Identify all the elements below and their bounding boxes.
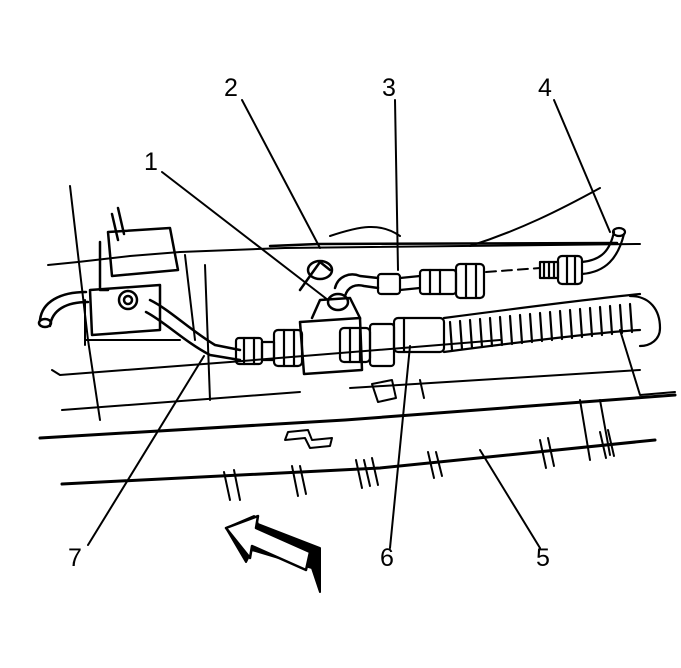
- leader-lines: [87, 99, 611, 549]
- leader-4: [553, 99, 611, 233]
- armored-hose: [442, 292, 662, 354]
- leader-6: [389, 345, 411, 549]
- leader-7: [87, 355, 205, 546]
- callout-2: 2: [224, 74, 238, 102]
- leader-3: [394, 99, 399, 271]
- fitting-three: [376, 262, 486, 300]
- mounting-bracket: [88, 206, 180, 337]
- left-hose-stub: [37, 290, 90, 329]
- front-direction-arrow-icon: [224, 514, 321, 593]
- hose-end-fitting: [338, 316, 446, 368]
- callout-3: 3: [382, 74, 396, 102]
- callout-1: 1: [144, 148, 158, 176]
- frame-stamps: [284, 379, 425, 449]
- callout-6: 6: [380, 544, 394, 572]
- callout-5: 5: [536, 544, 550, 572]
- leader-5: [479, 449, 541, 549]
- callout-4: 4: [538, 74, 552, 102]
- leader-1: [161, 171, 329, 301]
- rail-ribs: [223, 429, 615, 501]
- fitting-four: [538, 226, 627, 286]
- pipe-seven: [144, 298, 242, 362]
- disconnect-dashline: [485, 267, 541, 273]
- junction-block: [298, 259, 380, 376]
- callout-7: 7: [68, 544, 82, 572]
- leader-2: [241, 99, 321, 249]
